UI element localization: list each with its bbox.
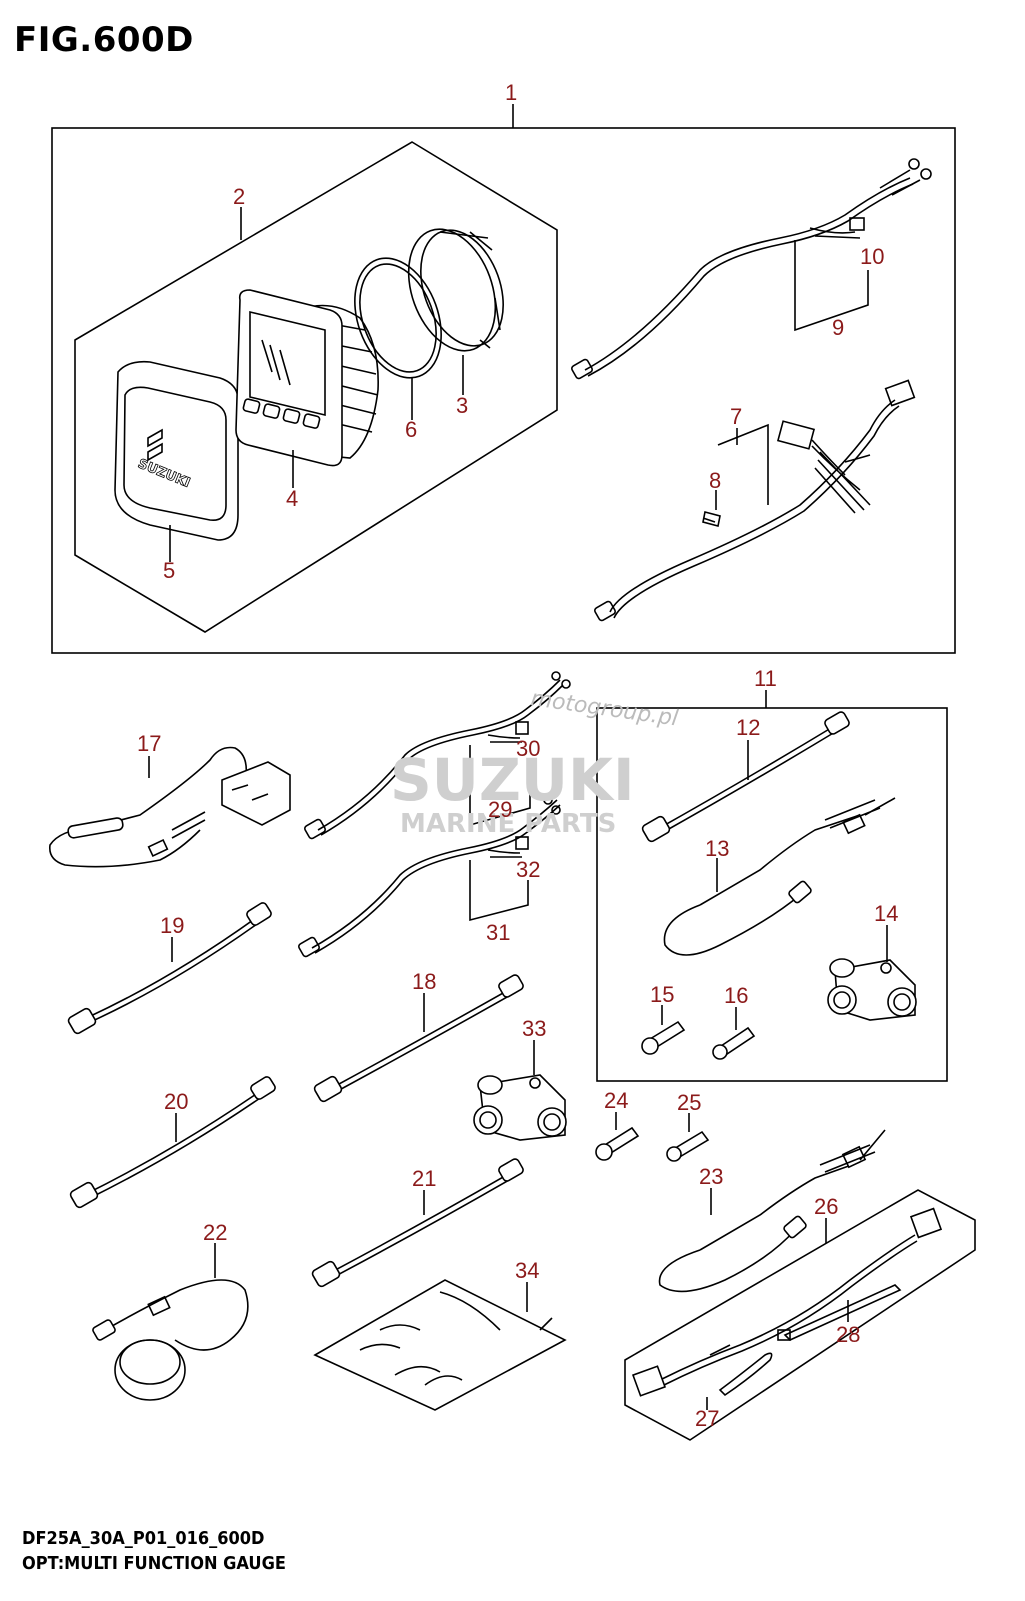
part-34-bag bbox=[313, 1279, 567, 1411]
callout-24[interactable]: 24 bbox=[604, 1088, 628, 1113]
callout-numbers: 1 2 3 4 5 6 7 8 9 10 11 12 13 14 15 16 1… bbox=[137, 80, 898, 1431]
watermark-site: motogroup.pl bbox=[529, 686, 679, 731]
part-18-cable bbox=[313, 974, 524, 1103]
callout-29[interactable]: 29 bbox=[488, 797, 512, 822]
callout-28[interactable]: 28 bbox=[836, 1322, 860, 1347]
screw-8 bbox=[702, 511, 721, 527]
watermark: SUZUKI MARINE PARTS motogroup.pl bbox=[390, 686, 680, 839]
callout-34[interactable]: 34 bbox=[515, 1258, 539, 1283]
bracket-7-8 bbox=[717, 423, 769, 505]
callout-27[interactable]: 27 bbox=[695, 1406, 719, 1431]
figure-code: DF25A_30A_P01_016_600D bbox=[22, 1528, 265, 1549]
part-22-sensor bbox=[92, 1279, 249, 1401]
callout-33[interactable]: 33 bbox=[522, 1016, 546, 1041]
callout-7[interactable]: 7 bbox=[730, 404, 742, 429]
callout-17[interactable]: 17 bbox=[137, 731, 161, 756]
callout-31[interactable]: 31 bbox=[486, 920, 510, 945]
callout-4[interactable]: 4 bbox=[286, 486, 298, 511]
harness-9 bbox=[571, 158, 932, 380]
part-16-terminator bbox=[712, 1026, 756, 1060]
part-20-cable bbox=[69, 1076, 276, 1209]
part-25-terminator bbox=[666, 1130, 710, 1162]
callout-30[interactable]: 30 bbox=[516, 736, 540, 761]
assembly-box-26 bbox=[624, 1189, 976, 1441]
callout-3[interactable]: 3 bbox=[456, 393, 468, 418]
harness-31 bbox=[298, 795, 561, 958]
callout-9[interactable]: 9 bbox=[832, 315, 844, 340]
gauge-cover: SUZUKI bbox=[114, 360, 239, 541]
bracket-9-10 bbox=[794, 240, 869, 332]
part-19-cable bbox=[67, 902, 272, 1035]
part-28-tie bbox=[777, 1284, 902, 1341]
callout-1[interactable]: 1 bbox=[505, 80, 517, 105]
part-14-t-connector bbox=[827, 958, 917, 1021]
part-13-cable bbox=[663, 797, 896, 956]
assembly-box-11 bbox=[596, 707, 948, 1082]
callout-12[interactable]: 12 bbox=[736, 715, 760, 740]
part-23-cable bbox=[658, 1129, 886, 1293]
harness-29 bbox=[304, 671, 571, 840]
part-24-terminator bbox=[595, 1126, 640, 1161]
part-21-cable bbox=[311, 1158, 524, 1288]
callout-6[interactable]: 6 bbox=[405, 417, 417, 442]
callout-21[interactable]: 21 bbox=[412, 1166, 436, 1191]
watermark-sub: MARINE PARTS bbox=[400, 809, 616, 839]
assembly-box-1 bbox=[51, 127, 956, 654]
o-ring bbox=[354, 257, 442, 379]
callout-5[interactable]: 5 bbox=[163, 558, 175, 583]
callout-23[interactable]: 23 bbox=[699, 1164, 723, 1189]
bracket-31-32 bbox=[469, 860, 529, 922]
harness-7 bbox=[594, 379, 916, 622]
part-27-clip bbox=[718, 1352, 773, 1397]
part-15-terminator bbox=[641, 1020, 686, 1055]
bracket-29-30 bbox=[469, 745, 531, 827]
callout-14[interactable]: 14 bbox=[874, 901, 898, 926]
callout-8[interactable]: 8 bbox=[709, 468, 721, 493]
callout-19[interactable]: 19 bbox=[160, 913, 184, 938]
callout-22[interactable]: 22 bbox=[203, 1220, 227, 1245]
part-26-harness bbox=[631, 1207, 943, 1397]
callout-20[interactable]: 20 bbox=[164, 1089, 188, 1114]
figure-title: FIG.600D bbox=[14, 20, 194, 60]
callout-32[interactable]: 32 bbox=[516, 857, 540, 882]
figure-caption: OPT:MULTI FUNCTION GAUGE bbox=[22, 1553, 286, 1574]
mounting-nut bbox=[407, 228, 504, 352]
callout-10[interactable]: 10 bbox=[860, 244, 884, 269]
part-33-t-connector bbox=[473, 1074, 567, 1141]
gauge-subassembly-frame bbox=[74, 141, 558, 633]
part-17-sensor-cable bbox=[48, 746, 291, 868]
part-12-cable bbox=[641, 711, 850, 843]
gauge-body bbox=[235, 289, 379, 467]
callout-11[interactable]: 11 bbox=[754, 666, 777, 691]
callout-2[interactable]: 2 bbox=[233, 184, 245, 209]
callout-13[interactable]: 13 bbox=[705, 836, 729, 861]
callout-16[interactable]: 16 bbox=[724, 983, 748, 1008]
callout-18[interactable]: 18 bbox=[412, 969, 436, 994]
watermark-brand: SUZUKI bbox=[390, 746, 635, 814]
callout-15[interactable]: 15 bbox=[650, 982, 674, 1007]
callout-26[interactable]: 26 bbox=[814, 1194, 838, 1219]
callout-25[interactable]: 25 bbox=[677, 1090, 701, 1115]
